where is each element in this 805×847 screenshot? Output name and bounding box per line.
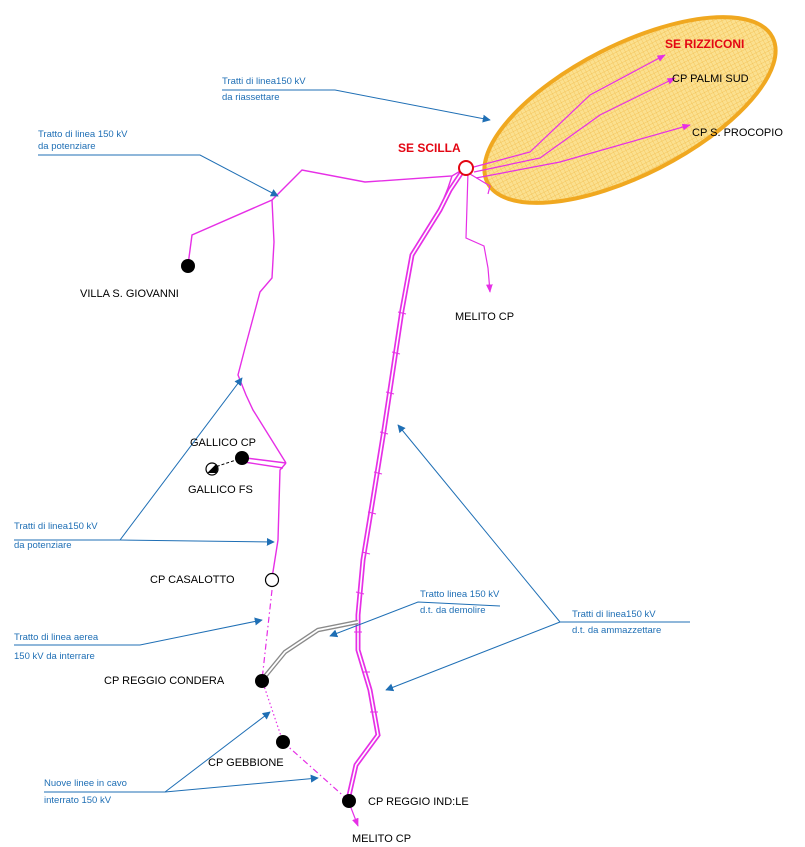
label-se-scilla: SE SCILLA	[398, 141, 461, 155]
station-gallico-fs	[205, 462, 219, 476]
label-cp-casalotto: CP CASALOTTO	[150, 574, 235, 586]
label-melito-cp-top: MELITO CP	[455, 311, 514, 323]
label-melito-cp-bottom: MELITO CP	[352, 833, 411, 845]
label-se-rizziconi: SE RIZZICONI	[665, 37, 744, 51]
branch-melito-top	[465, 171, 493, 293]
annotation-leaders	[14, 89, 690, 793]
label-cp-reggio-condera: CP REGGIO CONDERA	[104, 675, 225, 687]
line-to-demolish	[260, 619, 359, 682]
label-cp-reggio-indle: CP REGGIO IND:LE	[368, 796, 469, 808]
annotation-riassettare-line1: Tratti di linea150 kV	[222, 76, 306, 87]
station-se-scilla	[458, 160, 474, 176]
annotation-interrare-line2: 150 kV da interrare	[14, 651, 95, 662]
lines-to-rizziconi	[469, 54, 691, 179]
annotation-demolire-line2: d.t. da demolire	[420, 605, 485, 616]
overhead-line-west	[187, 169, 463, 579]
annotation-ammazzettare-line1: Tratti di linea150 kV	[572, 609, 656, 620]
annotation-riassettare-line2: da riassettare	[222, 92, 280, 103]
label-gallico-cp: GALLICO CP	[190, 437, 256, 449]
station-cp-casalotto	[264, 572, 280, 588]
annotation-ammazzettare-line2: d.t. da ammazzettare	[572, 625, 661, 636]
station-cp-reggio-condera	[255, 674, 269, 688]
label-gallico-fs: GALLICO FS	[188, 484, 253, 496]
label-cp-gebbione: CP GEBBIONE	[208, 757, 284, 769]
annotation-cavo-line2: interrato 150 kV	[44, 795, 112, 806]
label-villa-s-giovanni: VILLA S. GIOVANNI	[80, 288, 179, 300]
annotation-potenziare-mid-line1: Tratti di linea150 kV	[14, 521, 98, 532]
double-circuit-line	[345, 170, 465, 801]
annotation-potenziare-top-line2: da potenziare	[38, 141, 96, 152]
station-cp-gebbione	[276, 735, 290, 749]
station-gallico-cp	[235, 451, 249, 465]
annotation-potenziare-top-line1: Tratto di linea 150 kV	[38, 129, 128, 140]
highlight-zone	[482, 15, 778, 205]
annotation-cavo-line1: Nuove linee in cavo	[44, 778, 127, 789]
annotation-demolire-line1: Tratto linea 150 kV	[420, 589, 500, 600]
label-cp-palmi-sud: CP PALMI SUD	[672, 73, 749, 85]
annotation-interrare-line1: Tratto di linea aerea	[14, 632, 99, 643]
annotation-potenziare-mid-line2: da potenziare	[14, 540, 72, 551]
station-villa-s-giovanni	[181, 259, 195, 273]
station-cp-reggio-indle	[342, 794, 356, 808]
label-cp-s-procopio: CP S. PROCOPIO	[692, 127, 783, 139]
